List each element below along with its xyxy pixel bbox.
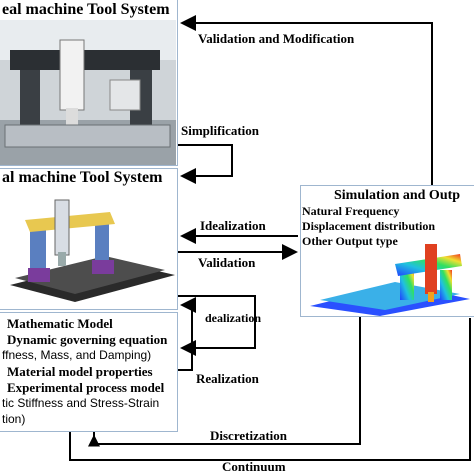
idealization-label: Idealization	[200, 218, 266, 233]
model-line-4: Experimental process model	[7, 380, 165, 395]
model-line-5: tic Stiffness and Stress-Strain	[2, 396, 160, 410]
machine-photo-illustration	[0, 20, 176, 165]
idealization-2-arrow	[178, 295, 256, 356]
continuum-arrow	[69, 318, 471, 461]
fea-result-illustration	[310, 244, 470, 316]
idealization-2-label: dealization	[205, 311, 261, 325]
top-box-title: eal machine Tool System	[2, 1, 170, 18]
cad-machine-illustration	[10, 199, 175, 302]
discretization-label: Discretization	[210, 428, 288, 443]
sim-line-0: Natural Frequency	[302, 204, 400, 218]
validation-label: Validation	[198, 255, 256, 270]
model-line-1: Dynamic governing equation	[7, 332, 168, 347]
realization-label: Realization	[196, 371, 259, 386]
model-box	[0, 312, 178, 432]
model-line-3: Material model properties	[7, 364, 153, 379]
sim-line-1: Displacement distribution	[302, 219, 436, 233]
realization-arrow	[178, 297, 196, 371]
continuum-label: Continuum	[222, 459, 286, 474]
sim-line-2: Other Output type	[302, 234, 398, 248]
machine-photo	[0, 20, 176, 165]
validation-modification-label: Validation and Modification	[198, 31, 355, 46]
model-line-0: Mathematic Model	[7, 316, 113, 331]
model-line-6: tion)	[2, 412, 26, 426]
sim-box-title: Simulation and Outp	[334, 188, 461, 203]
simplification-arrow	[178, 144, 233, 184]
model-line-2: ffness, Mass, and Damping)	[2, 348, 152, 362]
mid-box-title: al machine Tool System	[2, 169, 163, 186]
validation-modification-arrow	[180, 15, 433, 185]
simplification-label: Simplification	[181, 123, 260, 138]
